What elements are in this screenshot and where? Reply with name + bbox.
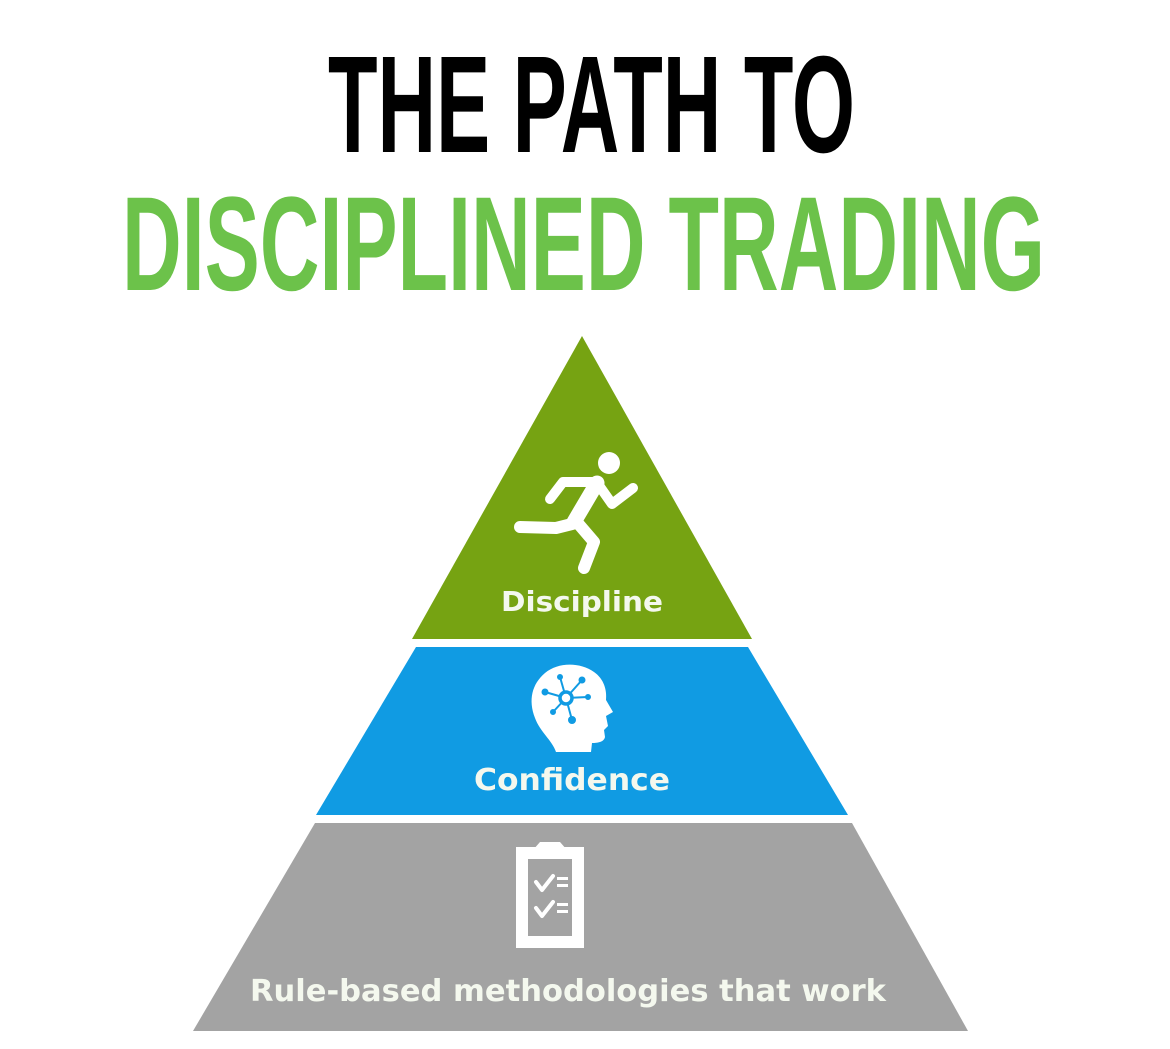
- pyramid-tier-discipline: Discipline: [412, 336, 752, 639]
- running-person-icon: [514, 452, 638, 574]
- clipboard-checklist-icon: [516, 842, 584, 948]
- title-line-2: DISCIPLINED TRADING: [122, 170, 1045, 319]
- pyramid-tier-confidence: Confidence: [316, 647, 848, 815]
- tier-label-confidence: Confidence: [474, 763, 670, 798]
- pyramid-tier-rule-based-methodologies: Rule-based methodologies that work: [193, 823, 968, 1031]
- title: THE PATH TO DISCIPLINED TRADING: [122, 28, 1045, 319]
- tier-label-rule-based: Rule-based methodologies that work: [250, 974, 887, 1009]
- tier-shape-discipline: [412, 336, 752, 639]
- title-line-1: THE PATH TO: [328, 28, 855, 182]
- tier-label-discipline: Discipline: [501, 585, 663, 618]
- head-network-icon: [531, 664, 613, 752]
